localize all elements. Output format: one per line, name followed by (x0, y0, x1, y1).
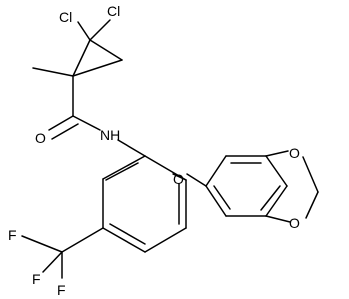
bond-ring1-d (144, 227, 187, 253)
bond-lines (21, 19, 319, 279)
bond-dioxole-2 (302, 156, 319, 193)
atom-label-cl: Cl (107, 3, 120, 19)
atom-label-f: F (8, 227, 17, 243)
bond-ring-cf3 (61, 227, 104, 253)
bond-ring2-d (265, 185, 288, 217)
bond-dioxole-4 (265, 215, 291, 223)
bond-ring2-f (205, 185, 227, 217)
bond-o-ring2 (186, 173, 207, 187)
bond-ring2-a (205, 155, 227, 187)
atom-label-o: O (289, 145, 300, 161)
bond-cyclopropane-2 (72, 59, 123, 77)
bond-ring1-a-inner (105, 162, 139, 181)
bond-dioxole-3 (305, 191, 319, 219)
bond-ring2-c (265, 155, 288, 187)
atom-label-o: O (289, 215, 300, 231)
bond-methyl (32, 67, 74, 77)
bond-ring1-c (102, 227, 146, 253)
bond-co-2 (51, 123, 79, 140)
atom-label-cl: Cl (59, 9, 72, 25)
atom-labels: Cl Cl O NH O O O F F F (8, 3, 300, 298)
atom-label-f: F (57, 282, 66, 298)
bond-cyclopropane-3 (72, 39, 91, 77)
bond-ring-o (172, 173, 187, 181)
bond-c-cl-1 (77, 21, 91, 41)
atom-label-o: O (35, 130, 46, 146)
bond-dioxole-1 (265, 150, 289, 157)
bond-co-1 (48, 115, 74, 131)
bond-cf-2 (42, 251, 63, 273)
bond-ring1-f (144, 155, 187, 181)
atom-label-o: O (173, 171, 184, 187)
bond-ring1-c-inner (109, 223, 146, 245)
bond-c-n (72, 115, 101, 131)
atom-label-nh: NH (100, 127, 120, 143)
bond-n-aryl (117, 139, 146, 157)
bond-cyclopropane-1 (89, 39, 123, 61)
atom-label-f: F (32, 271, 41, 287)
bond-ring1-a (102, 155, 146, 180)
bond-cf-1 (21, 235, 63, 253)
bond-c-cl-2 (89, 19, 111, 41)
bond-ring2-f-inner (213, 185, 231, 210)
bond-ring2-d-inner (260, 185, 281, 211)
